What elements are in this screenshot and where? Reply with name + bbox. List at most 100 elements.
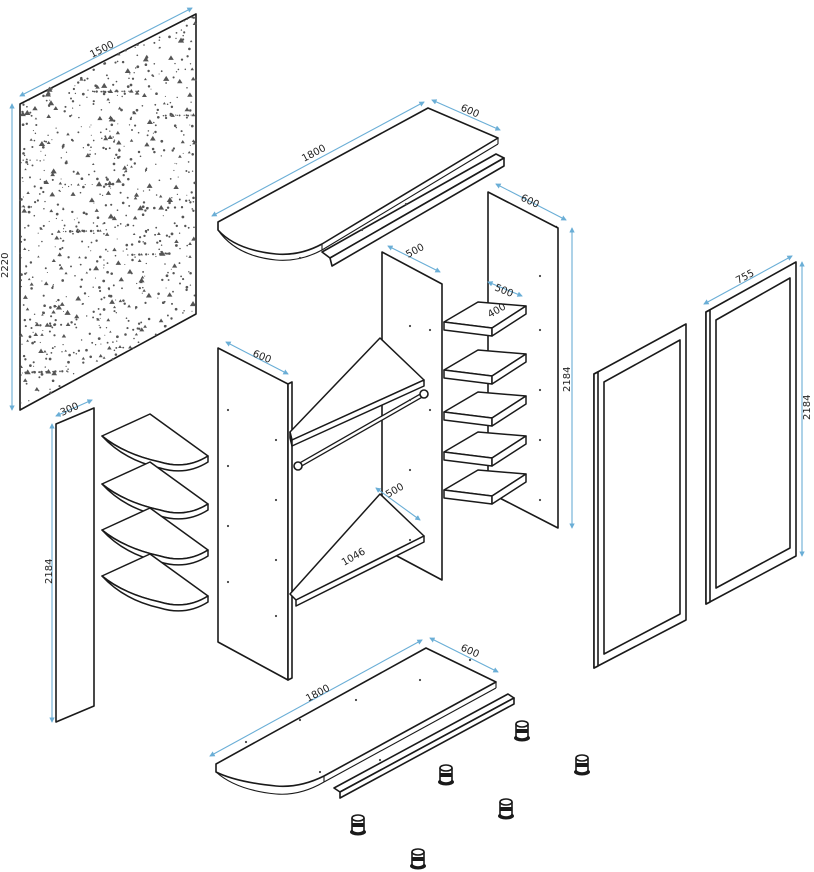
speckle (58, 181, 63, 185)
speckle (94, 344, 97, 346)
speckle (120, 108, 123, 112)
speckle (77, 81, 80, 84)
left-side-depth-label: 600 (251, 349, 273, 366)
speckle (186, 55, 189, 58)
speckle (147, 228, 150, 231)
speckle (40, 370, 43, 374)
assembly-hole (360, 228, 364, 232)
speckle (124, 49, 127, 52)
speckle (44, 322, 50, 327)
speckle (105, 190, 112, 195)
speckle (102, 90, 105, 93)
speckle (23, 147, 26, 151)
speckle (108, 115, 113, 119)
corner-panel: 2184 300 (44, 399, 95, 723)
speckle (153, 121, 155, 124)
assembly-hole (408, 468, 412, 472)
speckle (92, 100, 95, 103)
speckle (23, 247, 27, 250)
speckle (51, 310, 56, 314)
speckle (116, 209, 119, 212)
left-side-panel: 600 (217, 341, 293, 681)
speckle (172, 290, 174, 293)
speckle (62, 186, 64, 188)
speckle (20, 257, 22, 259)
speckle (57, 252, 62, 257)
speckle (170, 232, 174, 236)
assembly-hole (274, 498, 278, 502)
speckle (32, 105, 38, 111)
speckle (96, 177, 99, 181)
speckle (53, 106, 59, 111)
speckle (143, 324, 147, 328)
speckle (103, 222, 106, 225)
speckle (28, 335, 32, 339)
speckle (93, 265, 100, 271)
speckle (53, 323, 56, 327)
speckle (166, 292, 173, 297)
speckle (51, 370, 58, 376)
speckle (131, 77, 135, 80)
speckle (49, 391, 52, 395)
speckle (129, 83, 133, 87)
speckle (112, 341, 114, 343)
speckle (51, 286, 54, 290)
speckle (21, 372, 23, 374)
speckle (74, 323, 76, 326)
speckle (67, 360, 70, 364)
speckle (34, 117, 38, 120)
speckle (130, 272, 133, 275)
speckle (49, 191, 56, 197)
speckle (44, 200, 46, 203)
right-side-depth-label: 600 (519, 193, 541, 211)
speckle (192, 16, 196, 19)
speckle (43, 208, 45, 210)
speckle (178, 262, 181, 265)
speckle (62, 207, 64, 209)
speckle (136, 65, 140, 69)
speckle (34, 132, 37, 135)
speckle (90, 124, 92, 126)
speckle (38, 140, 46, 147)
middle-upper-shelf (289, 337, 425, 447)
speckle (69, 114, 72, 118)
speckle (100, 298, 103, 301)
speckle (140, 275, 145, 279)
speckle (190, 114, 192, 116)
speckle (26, 163, 29, 165)
speckle (191, 139, 195, 142)
sliding-door-2: 755 2184 (703, 255, 813, 605)
speckle (24, 168, 27, 171)
speckle (116, 140, 122, 145)
speckle (25, 272, 28, 274)
speckle (184, 68, 187, 71)
top-depth-label: 600 (459, 103, 481, 121)
speckle (143, 242, 147, 245)
speckle (29, 364, 32, 367)
speckle (136, 44, 138, 46)
door-width-dim (703, 255, 793, 305)
speckle (92, 286, 94, 288)
speckle (98, 324, 100, 327)
leveling-foot (438, 764, 454, 786)
speckle (154, 103, 157, 106)
speckle (48, 357, 52, 361)
speckle (43, 179, 50, 185)
speckle (64, 271, 68, 275)
speckle (113, 310, 116, 313)
speckle (106, 97, 110, 101)
speckle (89, 149, 91, 151)
speckle (189, 301, 197, 307)
speckle (50, 315, 53, 318)
speckle (43, 140, 46, 143)
speckle (174, 162, 176, 164)
speckle (30, 326, 33, 330)
speckle (181, 215, 185, 219)
speckle (172, 147, 176, 150)
speckle (114, 61, 117, 64)
speckle (91, 90, 94, 93)
speckle (191, 208, 194, 210)
speckle (60, 323, 63, 326)
speckle (72, 351, 75, 354)
speckle (173, 124, 177, 127)
